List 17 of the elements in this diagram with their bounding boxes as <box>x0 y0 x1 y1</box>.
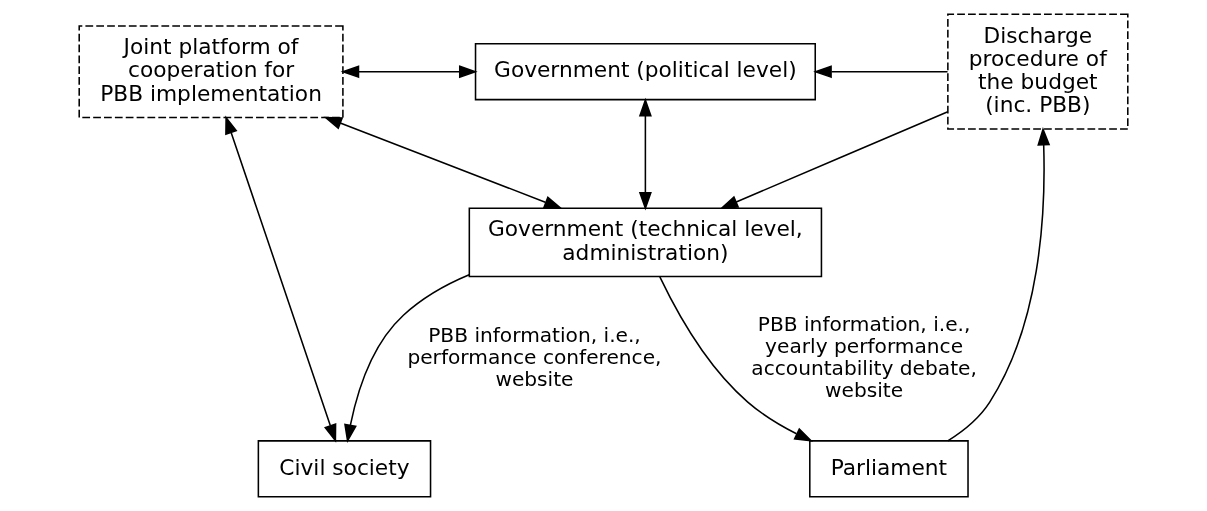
node-box: Government (technical level, administration) <box>468 207 823 278</box>
node-box: Government (political level) <box>474 43 816 101</box>
edge-label: PBB information, i.e., yearly performance accountability debate, website <box>751 312 977 402</box>
arrow <box>344 274 470 443</box>
node-box: Civil society <box>257 440 432 498</box>
edge-label: PBB information, i.e., performance conference, website <box>407 323 662 391</box>
node-box: Joint platform of cooperation for PBB implementation <box>78 25 344 119</box>
arrow <box>323 116 563 209</box>
arrow <box>947 126 1051 442</box>
arrow <box>225 115 337 443</box>
arrow <box>719 110 949 210</box>
arrow <box>659 276 814 442</box>
arrow <box>340 65 478 79</box>
arrow <box>638 97 652 211</box>
node-box: Parliament <box>809 440 969 498</box>
arrow <box>813 65 949 79</box>
node-box: Discharge procedure of the budget (inc. PBB) <box>947 13 1129 130</box>
